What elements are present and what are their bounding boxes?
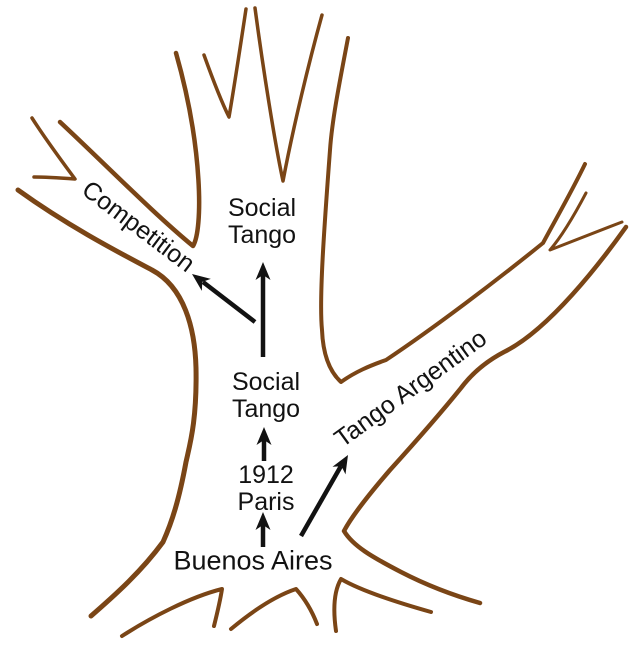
- competition-branch-upper-edge: [57, 50, 202, 249]
- root-hump-middle: [229, 587, 319, 631]
- flow-arrows: [192, 262, 348, 547]
- trunk-right-edge-and-argentino-upper-edge: [319, 36, 587, 384]
- root-hook-right: [332, 577, 433, 633]
- argentino-fork-twig: [548, 191, 624, 252]
- label-social-tango-mid-line2: Tango: [231, 395, 301, 423]
- competition-fork-twig: [30, 116, 77, 181]
- label-buenos-aires: Buenos Aires: [173, 545, 333, 576]
- argentino-lower-edge-and-trunk-base: [341, 224, 629, 606]
- label-social-tango-upper-line1: Social: [227, 194, 297, 222]
- arrow-buenos-aires-to-paris-icon: [255, 512, 271, 547]
- label-social-tango-upper-line2: Tango: [227, 221, 297, 249]
- label-social-tango-upper: Social Tango: [228, 195, 296, 249]
- tree-branches: [15, 6, 629, 638]
- root-hump-left: [120, 587, 224, 638]
- arrow-to-competition-icon: [192, 274, 257, 324]
- crown-left-fork: [202, 7, 248, 119]
- label-1912-paris-line2: Paris: [237, 488, 295, 516]
- crown-middle-fork: [253, 6, 324, 183]
- label-social-tango-mid: Social Tango: [232, 369, 300, 423]
- label-1912-paris-line1: 1912: [238, 461, 294, 489]
- arrow-paris-to-social-tango-icon: [256, 427, 272, 461]
- label-1912-paris: 1912 Paris: [238, 462, 295, 516]
- arrow-social-tango-to-crown-icon: [255, 262, 271, 357]
- arrow-to-tango-argentino-icon: [299, 455, 348, 538]
- label-social-tango-mid-line1: Social: [231, 368, 301, 396]
- trunk-left-edge: [15, 187, 199, 619]
